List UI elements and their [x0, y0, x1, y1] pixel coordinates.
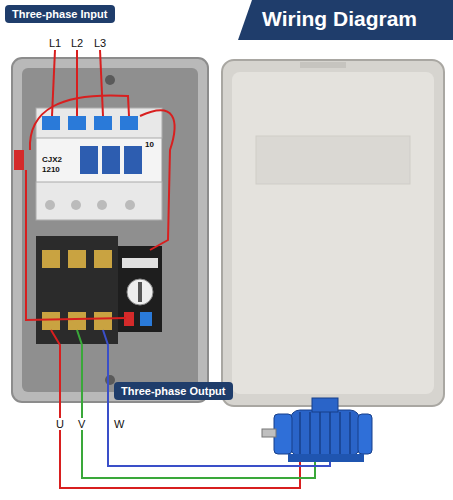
- callout-text: Three-phase Input: [12, 8, 108, 20]
- contactor: [36, 108, 162, 220]
- part-label: 1210: [42, 165, 60, 174]
- enclosure-base: [12, 58, 208, 402]
- electric-motor: [262, 398, 372, 462]
- back-plate: [22, 68, 198, 392]
- part-label: CJX2: [42, 155, 62, 164]
- part-label: V: [77, 418, 86, 430]
- part-label: U: [55, 418, 65, 430]
- part-label: 10: [145, 140, 154, 149]
- part-label: L2: [71, 37, 83, 49]
- lid-inner: [232, 72, 434, 394]
- callout-text: Three-phase Output: [121, 385, 226, 397]
- side-switch: [14, 150, 24, 170]
- overload-terminals: [36, 236, 118, 344]
- u-wire: [51, 330, 300, 488]
- enclosure-lid: [222, 60, 444, 406]
- overload-relay: [118, 246, 162, 332]
- diagram-title: Wiring Diagram: [262, 7, 417, 31]
- v-wire: [77, 330, 315, 478]
- part-label: W: [114, 418, 124, 430]
- title-banner: [238, 0, 453, 40]
- part-label: L3: [94, 37, 106, 49]
- part-label: L1: [49, 37, 61, 49]
- callout-box: Three-phase Output: [114, 382, 233, 400]
- callout-box: Three-phase Input: [5, 5, 115, 23]
